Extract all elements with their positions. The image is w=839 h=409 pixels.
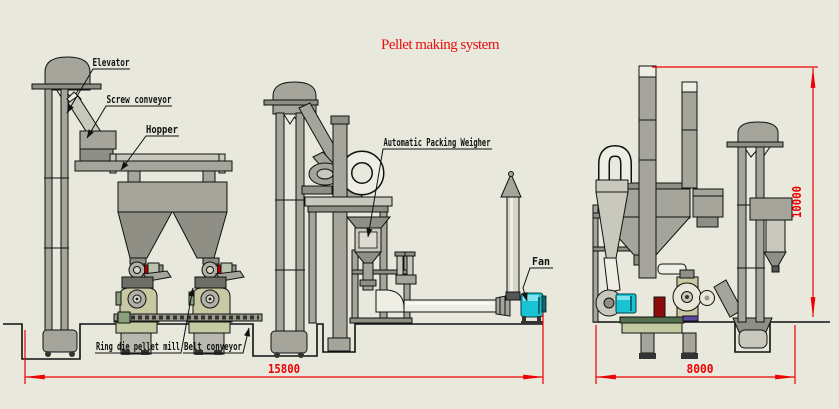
leader-screw-conveyor bbox=[86, 105, 172, 139]
leader-packing-weigher bbox=[366, 148, 492, 238]
label-fan: Fan bbox=[532, 255, 550, 268]
suction-pipe bbox=[375, 289, 511, 317]
label-belt-conveyor: Belt conveyor bbox=[184, 340, 242, 353]
dimension-10000: 10000 bbox=[652, 66, 818, 318]
packing-weigher-machine bbox=[345, 216, 392, 291]
dim-text-10000: 10000 bbox=[790, 186, 804, 218]
side-cleaner-box bbox=[692, 188, 724, 228]
label-screw-conveyor: Screw conveyor bbox=[107, 93, 172, 106]
label-hopper: Hopper bbox=[146, 123, 178, 136]
front-view bbox=[3, 56, 547, 360]
leader-ring-die-pellet-mill bbox=[95, 287, 195, 354]
side-bucket-elevator bbox=[726, 121, 793, 323]
leader-elevator bbox=[66, 68, 130, 114]
hopper-platform bbox=[74, 153, 233, 184]
callout-labels: Elevator Screw conveyor Hopper Automatic… bbox=[66, 56, 553, 354]
side-duct-1 bbox=[638, 65, 657, 279]
side-ground-line bbox=[593, 321, 830, 353]
cyclone bbox=[595, 144, 632, 276]
weigher-platform bbox=[304, 196, 413, 324]
side-pellet-mill bbox=[619, 263, 715, 359]
label-packing-weigher: Automatic Packing Weigher bbox=[384, 136, 491, 149]
label-ring-die-pellet-mill: Ring die pellet mill bbox=[96, 340, 180, 353]
leader-fan bbox=[521, 267, 553, 302]
fan-machine bbox=[500, 171, 547, 324]
main-hopper bbox=[117, 181, 228, 259]
dimension-15800: 15800 bbox=[24, 313, 544, 384]
ring-die-pellet-mill-1 bbox=[113, 257, 172, 334]
dimension-8000: 8000 bbox=[595, 325, 796, 384]
bucket-elevator-1 bbox=[31, 56, 102, 357]
front-ground-line bbox=[3, 323, 543, 360]
side-fan bbox=[595, 257, 637, 317]
label-elevator: Elevator bbox=[93, 56, 130, 69]
dim-text-8000: 8000 bbox=[687, 362, 714, 376]
ring-die-pellet-mill-2 bbox=[186, 257, 245, 334]
curved-duct bbox=[339, 150, 385, 196]
leader-belt-conveyor bbox=[183, 327, 251, 354]
side-view bbox=[592, 65, 830, 359]
dim-text-15800: 15800 bbox=[268, 362, 300, 376]
vent-pipes bbox=[394, 251, 417, 285]
vertical-duct bbox=[327, 115, 351, 352]
side-duct-2 bbox=[681, 81, 698, 189]
leader-hopper bbox=[120, 135, 179, 171]
page-title: Pellet making system bbox=[381, 37, 501, 53]
